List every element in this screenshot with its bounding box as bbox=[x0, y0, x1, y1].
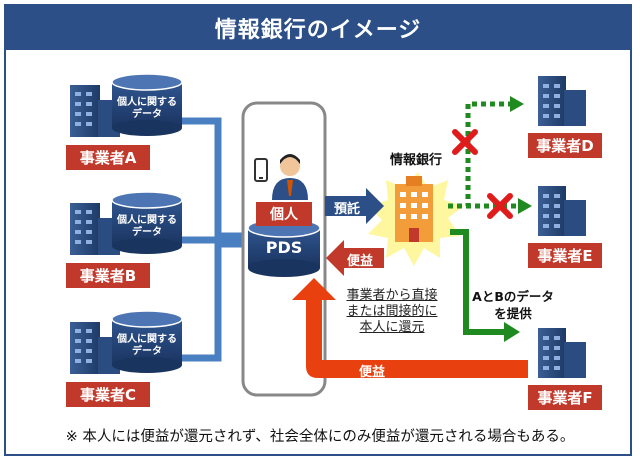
benefit-arrow-small bbox=[326, 240, 384, 276]
return-note: 事業者から直接 または間接的に 本人に還元 bbox=[346, 288, 438, 335]
personal-data-label-c: 個人に関する データ bbox=[117, 334, 177, 357]
smartphone-icon bbox=[254, 158, 268, 182]
data-flow-lines bbox=[170, 117, 250, 362]
outer-frame bbox=[4, 4, 632, 456]
database-b-icon bbox=[111, 191, 183, 254]
deposit-arrow bbox=[325, 188, 384, 224]
person-icon bbox=[272, 154, 308, 200]
arrow-to-f bbox=[504, 322, 520, 342]
diagram-title: 情報銀行のイメージ bbox=[6, 6, 630, 50]
building-e-icon bbox=[538, 186, 586, 236]
blocked-flow-lines bbox=[448, 101, 520, 209]
info-bank-building-icon bbox=[395, 176, 433, 242]
footnote: ※ 本人には便益が還元されず、社会全体にのみ便益が還元される場合もある。 bbox=[65, 429, 575, 445]
personal-data-label-a: 個人に関する データ bbox=[117, 97, 177, 120]
building-d-icon bbox=[538, 76, 586, 126]
individual-label: 個人 bbox=[256, 202, 312, 226]
personal-data-label-b: 個人に関する データ bbox=[117, 215, 177, 238]
business-c-label: 事業者C bbox=[66, 382, 150, 407]
building-a-icon bbox=[70, 85, 120, 137]
business-a-label: 事業者A bbox=[66, 145, 150, 170]
pds-label: PDS bbox=[265, 238, 303, 257]
provide-flow-line bbox=[450, 229, 506, 335]
database-a-icon bbox=[111, 73, 183, 136]
business-d-label: 事業者D bbox=[528, 133, 602, 158]
database-c-icon bbox=[111, 310, 183, 373]
deposit-label: 預託 bbox=[333, 202, 360, 217]
building-f-icon bbox=[538, 328, 586, 378]
ab-data-label: AとBのデータ を提供 bbox=[472, 289, 554, 321]
business-f-label: 事業者F bbox=[528, 385, 602, 410]
business-b-label: 事業者B bbox=[66, 263, 150, 288]
business-e-label: 事業者E bbox=[528, 243, 602, 268]
arrow-to-e bbox=[518, 198, 532, 214]
info-bank-label: 情報銀行 bbox=[389, 153, 442, 168]
benefit-arrow-large bbox=[292, 278, 528, 378]
blocked-x-icon bbox=[452, 129, 513, 219]
benefit-label-large: 便益 bbox=[358, 365, 385, 380]
benefit-label-small: 便益 bbox=[346, 254, 373, 269]
arrow-to-d bbox=[510, 96, 524, 112]
